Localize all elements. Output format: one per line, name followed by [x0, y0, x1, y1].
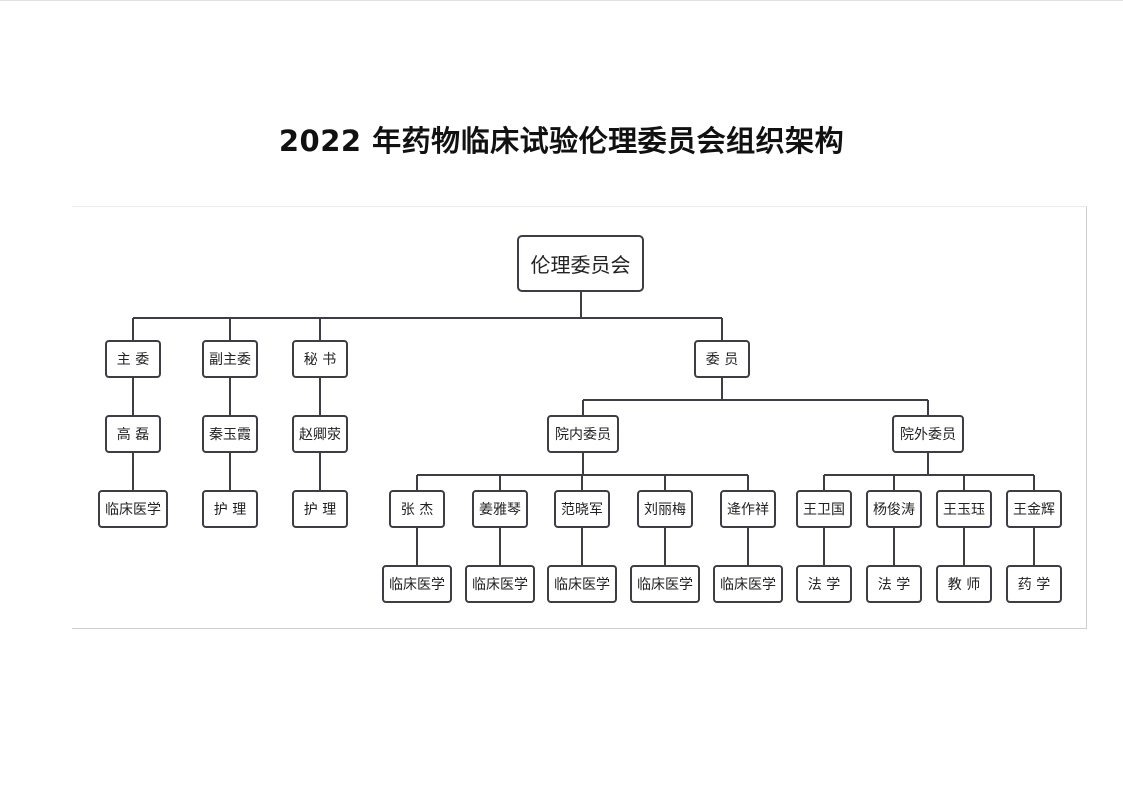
node-internal-field: 临床医学	[465, 565, 535, 603]
node-secretary-field: 护 理	[292, 490, 348, 528]
node-internal-field: 临床医学	[547, 565, 617, 603]
node-vice-chair: 副主委	[202, 340, 258, 378]
node-secretary: 秘 书	[292, 340, 348, 378]
node-external-field: 法 学	[866, 565, 922, 603]
node-internal-field: 临床医学	[713, 565, 783, 603]
node-vice-chair-person: 秦玉霞	[202, 415, 258, 453]
node-internal-person: 范晓军	[554, 490, 610, 528]
node-internal-field: 临床医学	[630, 565, 700, 603]
node-internal-person: 刘丽梅	[637, 490, 693, 528]
node-internal-person: 逄作祥	[720, 490, 776, 528]
node-chair-person: 高 磊	[105, 415, 161, 453]
node-external-person: 王玉珏	[936, 490, 992, 528]
node-internal-field: 临床医学	[382, 565, 452, 603]
page-top-line	[0, 0, 1123, 1]
node-external-field: 教 师	[936, 565, 992, 603]
node-internal-members: 院内委员	[547, 415, 619, 453]
node-external-person: 王卫国	[796, 490, 852, 528]
node-chair-field: 临床医学	[98, 490, 168, 528]
node-external-field: 法 学	[796, 565, 852, 603]
node-ethics-committee: 伦理委员会	[517, 235, 644, 292]
page-title: 2022 年药物临床试验伦理委员会组织架构	[278, 124, 845, 158]
node-external-members: 院外委员	[892, 415, 964, 453]
chart-frame	[72, 206, 1087, 629]
node-members: 委 员	[694, 340, 750, 378]
node-external-person: 王金辉	[1006, 490, 1062, 528]
node-internal-person: 姜雅琴	[472, 490, 528, 528]
node-vice-chair-field: 护 理	[202, 490, 258, 528]
node-external-field: 药 学	[1006, 565, 1062, 603]
node-external-person: 杨俊涛	[866, 490, 922, 528]
node-secretary-person: 赵卿荥	[292, 415, 348, 453]
node-internal-person: 张 杰	[389, 490, 445, 528]
node-chair: 主 委	[105, 340, 161, 378]
